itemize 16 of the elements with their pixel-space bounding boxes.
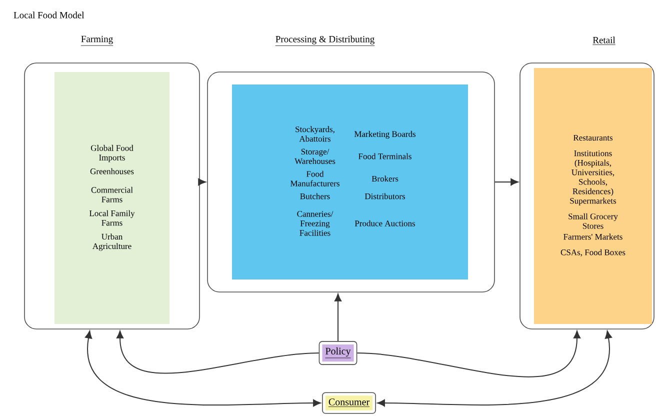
arrow — [494, 178, 518, 186]
stage-heading: Farming — [80, 36, 114, 46]
arrow — [85, 330, 321, 407]
list-panel: Stockyards, Abattoirs Marketing Boards Storage/ Warehouses Food Terminals Food Manufacturers Brokers Butchers Distributors Canneries/ Freezing Facilities Produce Auctions — [232, 84, 468, 280]
arrow — [116, 330, 320, 374]
stage-heading: Retail — [592, 36, 616, 45]
arrow — [198, 178, 206, 186]
title: Local Food Model — [14, 12, 84, 18]
list-panel: Global Food Imports Greenhouses Commercial Farms Local Family Farms Urban Agriculture — [54, 72, 170, 324]
arrow — [334, 294, 342, 342]
policy-box: Policy — [318, 341, 358, 365]
arrow — [377, 330, 612, 407]
list-panel: Restaurants Institutions (Hospitals, Universities, Schools, Residences) Supermarkets Small Grocery Stores Farmers' Markets CSAs, Food Boxes — [534, 68, 652, 324]
stage-heading: Processing & Distributing — [275, 36, 375, 46]
arrow — [356, 330, 581, 378]
consumer-box: Consumer — [322, 392, 376, 414]
